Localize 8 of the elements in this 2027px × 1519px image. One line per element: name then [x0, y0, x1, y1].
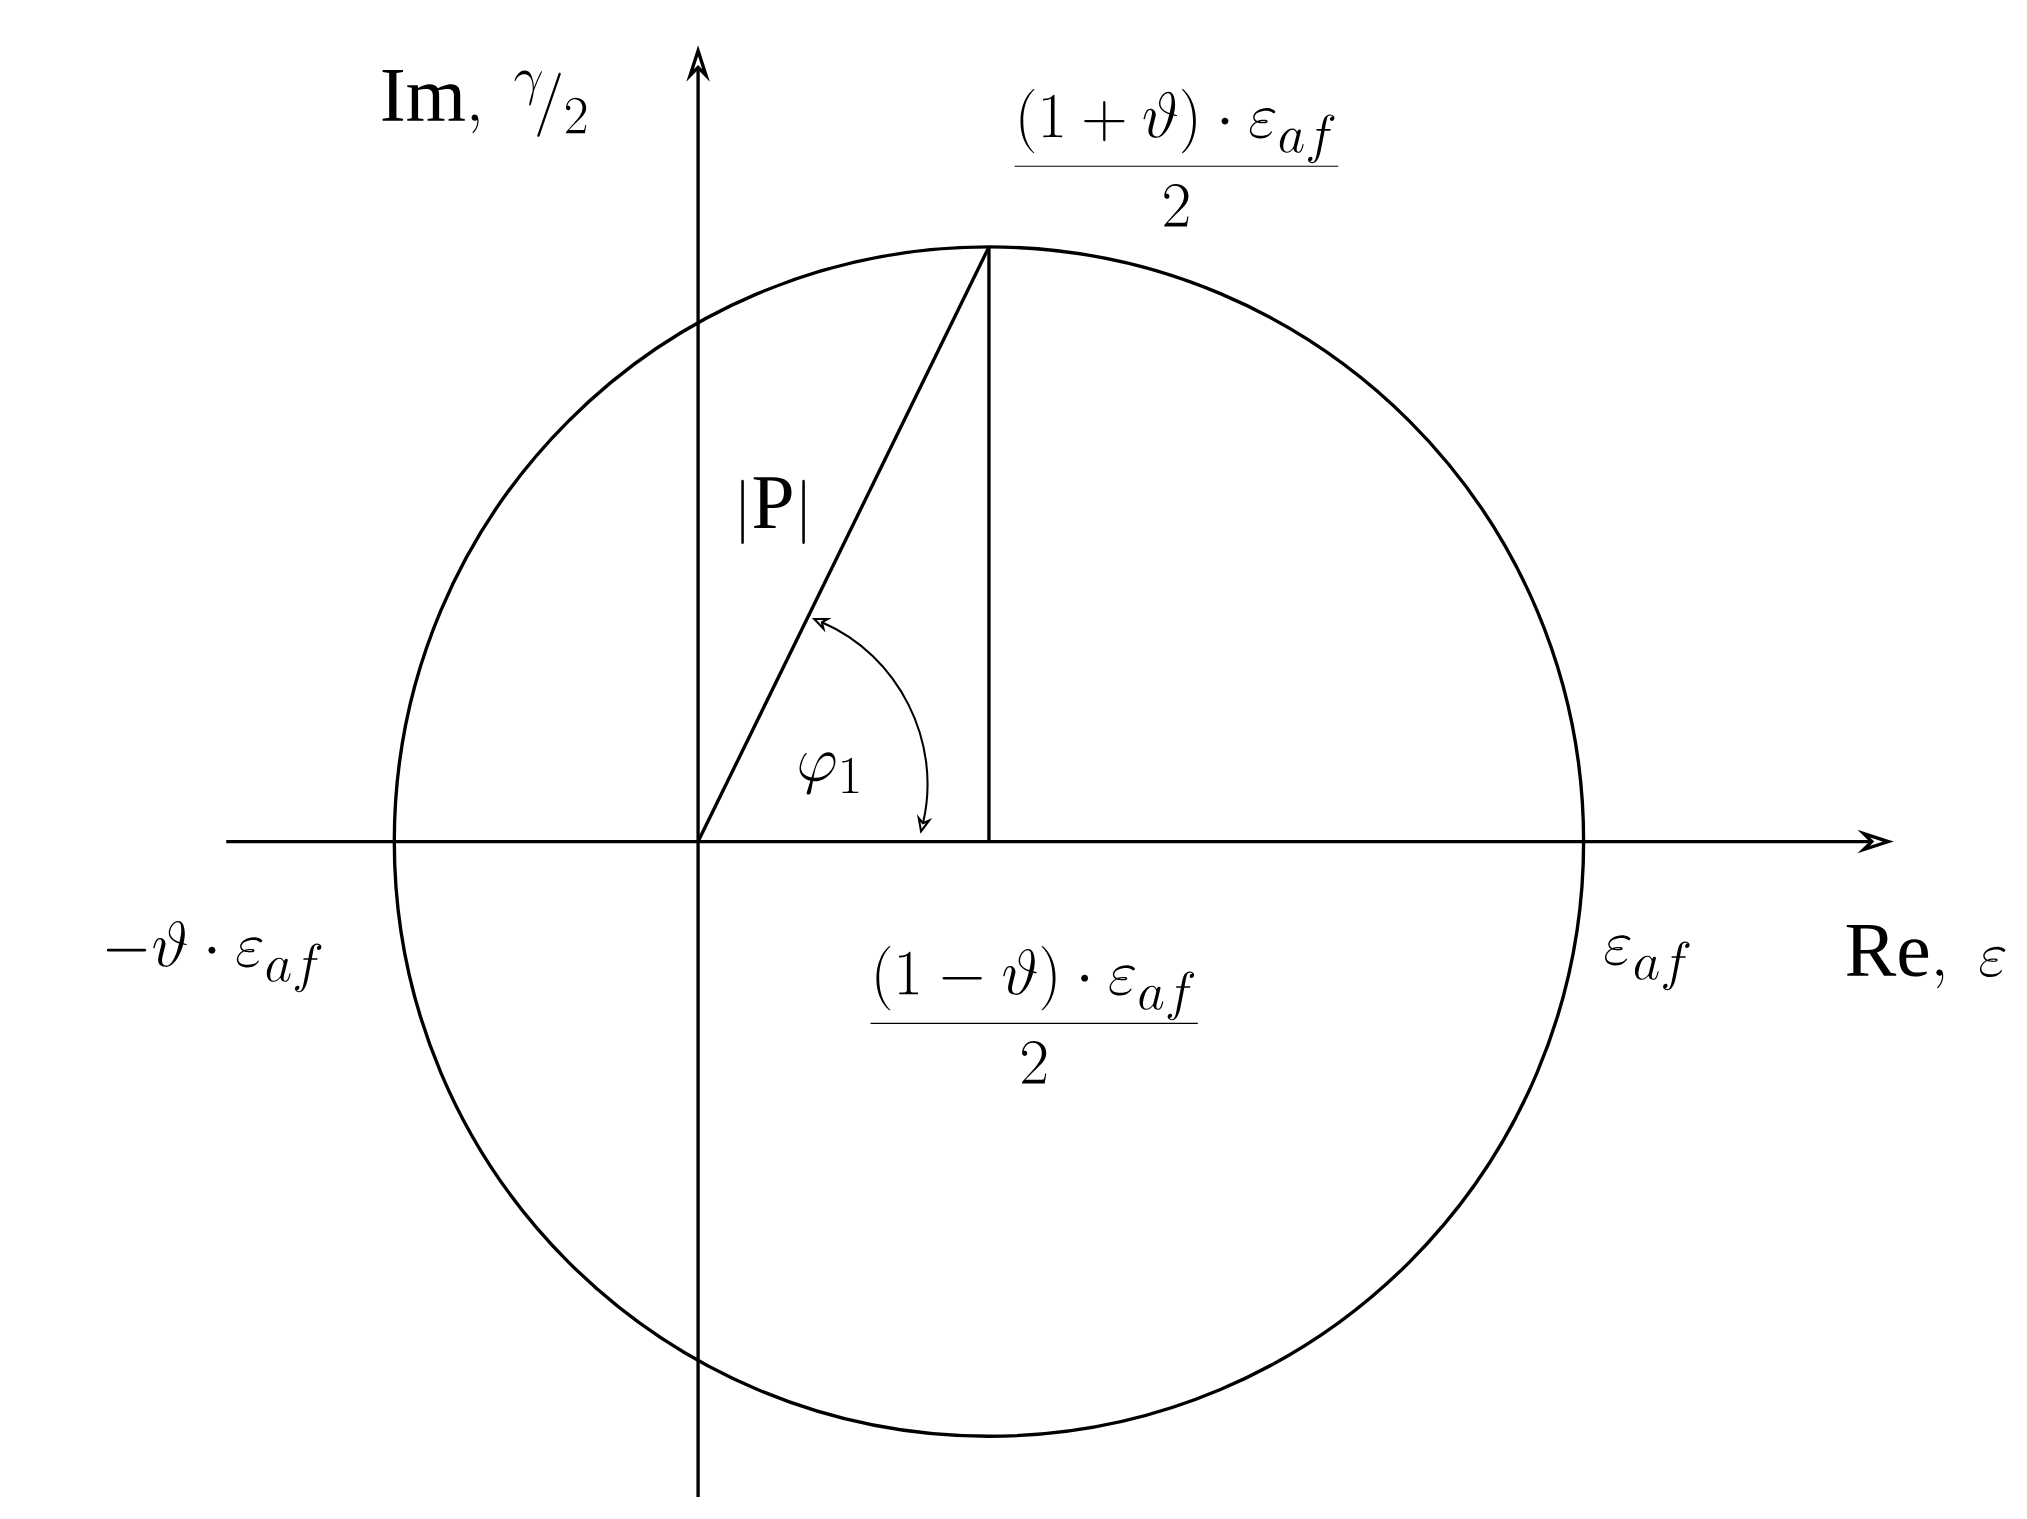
segment-label: $|\mathrm{P}|$: [741, 477, 805, 545]
axis-label: $\mathrm{Re},\ \varepsilon$: [1846, 925, 2006, 989]
formula-label: $\frac{(1+\vartheta)\cdot\varepsilon_{af}}{2}$: [1014, 89, 1339, 227]
angle-label: $\varphi_{1}$: [799, 752, 859, 795]
axis-label: $\mathrm{Im},\ {}^{\gamma}\!/_{2}$: [382, 70, 587, 137]
point-label: $-\vartheta\cdot\varepsilon_{af}$: [106, 920, 322, 993]
point-label: $\varepsilon_{af}$: [1604, 935, 1690, 991]
formula-label: $\frac{(1-\vartheta)\cdot\varepsilon_{af}}{2}$: [870, 946, 1198, 1084]
